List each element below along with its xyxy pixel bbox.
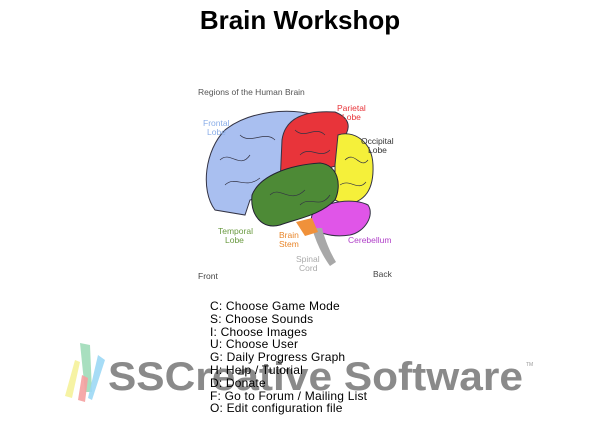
label-stem-2: Stem — [279, 239, 299, 249]
menu-item-user[interactable]: U: Choose User — [210, 337, 299, 352]
temporal-lobe — [251, 162, 339, 227]
label-spinal-2: Cord — [299, 263, 318, 273]
label-back: Back — [373, 269, 393, 279]
image-heading: Regions of the Human Brain — [198, 87, 305, 97]
sscreative-watermark-logo: SSCreative Software TM — [65, 343, 533, 402]
logo-stripe-red — [78, 375, 88, 402]
logo-stripe-green — [80, 343, 92, 392]
label-front: Front — [198, 271, 218, 281]
menu-item-progress-graph[interactable]: G: Daily Progress Graph — [210, 350, 346, 365]
label-temporal-1: Temporal — [218, 226, 253, 236]
logo-stripe-yellow — [65, 360, 80, 398]
brain-regions-image: Regions of the Human Brain Frontal Lobe … — [198, 87, 394, 281]
menu-item-help[interactable]: H: Help / Tutorial — [210, 362, 303, 377]
label-parietal-1: Parietal — [337, 103, 366, 113]
menu-item-sounds[interactable]: S: Choose Sounds — [210, 311, 314, 326]
menu-item-donate[interactable]: D: Donate — [210, 375, 266, 390]
label-spinal-1: Spinal — [296, 254, 320, 264]
label-stem-1: Brain — [279, 230, 299, 240]
label-occipital-1: Occipital — [361, 136, 394, 146]
main-menu: C: Choose Game Mode S: Choose Sounds I: … — [210, 300, 367, 415]
spinal-cord — [312, 228, 336, 266]
label-frontal-1: Frontal — [203, 118, 230, 128]
label-parietal-2: Lobe — [342, 112, 361, 122]
menu-item-game-mode[interactable]: C: Choose Game Mode — [210, 299, 340, 313]
app-title: Brain Workshop — [199, 5, 401, 35]
menu-item-images[interactable]: I: Choose Images — [210, 324, 308, 339]
label-frontal-2: Lobe — [207, 127, 226, 137]
watermark-tm: TM — [526, 362, 533, 368]
logo-stripe-blue — [88, 355, 105, 400]
label-cerebellum: Cerebellum — [348, 235, 391, 245]
brain-stem — [296, 218, 318, 236]
menu-item-forum[interactable]: F: Go to Forum / Mailing List — [210, 388, 368, 403]
menu-item-config[interactable]: O: Edit configuration file — [210, 401, 343, 416]
label-occipital-2: Lobe — [368, 145, 387, 155]
label-temporal-2: Lobe — [225, 235, 244, 245]
watermark-text: SSCreative Software — [108, 355, 523, 399]
